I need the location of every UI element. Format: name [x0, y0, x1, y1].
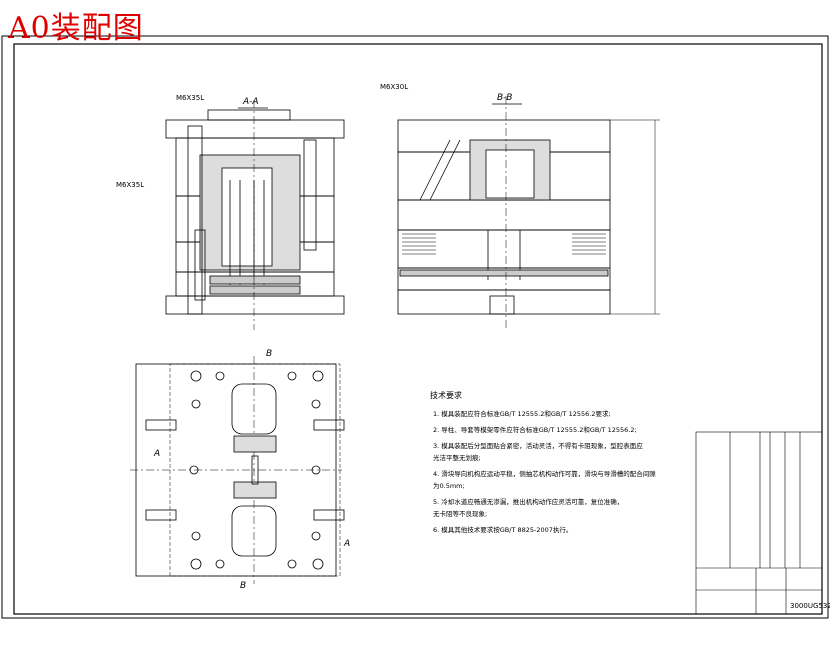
section-aa-callouts: M6X35L M6X35L: [116, 94, 204, 189]
callout-bb-top-left: M6X30L: [380, 83, 408, 91]
note-line: 1. 模具装配应符合标准GB/T 12555.2和GB/T 12556.2要求;: [433, 410, 611, 418]
note-line: 6. 模具其他技术要求按GB/T 8825-2007执行。: [433, 526, 573, 534]
plan-label-a-right: A: [343, 539, 350, 549]
plan-label-b-bottom: B: [240, 581, 246, 591]
drawing-title: A0装配图: [8, 11, 144, 46]
note-line: 光洁平整无划痕;: [433, 454, 481, 462]
notes-title: 技术要求: [430, 391, 462, 400]
section-bb-label: B-B: [497, 93, 512, 103]
note-line: 无卡阻等不良现象;: [433, 510, 488, 518]
plan-view: [130, 356, 345, 584]
inner-border: [13, 43, 823, 615]
note-line: 4. 滑块导向机构应运动平稳，侧抽芯机构动作可靠，滑块与导滑槽的配合间隙: [433, 470, 656, 478]
title-block: [695, 431, 823, 615]
callout-m6x35-mid: M6X35L: [116, 181, 144, 189]
plan-label-a-left: A: [153, 449, 160, 459]
section-view-aa: A-A: [165, 97, 345, 330]
section-aa-label: A-A: [242, 97, 259, 107]
outer-border: [1, 35, 829, 619]
note-line: 5. 冷却水道应畅通无渗漏，推出机构动作应灵活可靠，复位准确，: [433, 498, 624, 506]
plan-label-b-top: B: [266, 349, 272, 359]
note-line: 2. 导柱、导套等模架零件应符合标准GB/T 12555.2和GB/T 1255…: [433, 426, 637, 434]
note-line: 为0.5mm;: [433, 482, 465, 490]
drawing-number: 3000UG532: [790, 602, 830, 610]
note-line: 3. 模具装配后分型面贴合紧密，活动灵活，不得有卡阻现象，型腔表面应: [433, 442, 643, 450]
callout-m6x35-top: M6X35L: [176, 94, 204, 102]
section-view-bb: B-B: [397, 93, 660, 330]
